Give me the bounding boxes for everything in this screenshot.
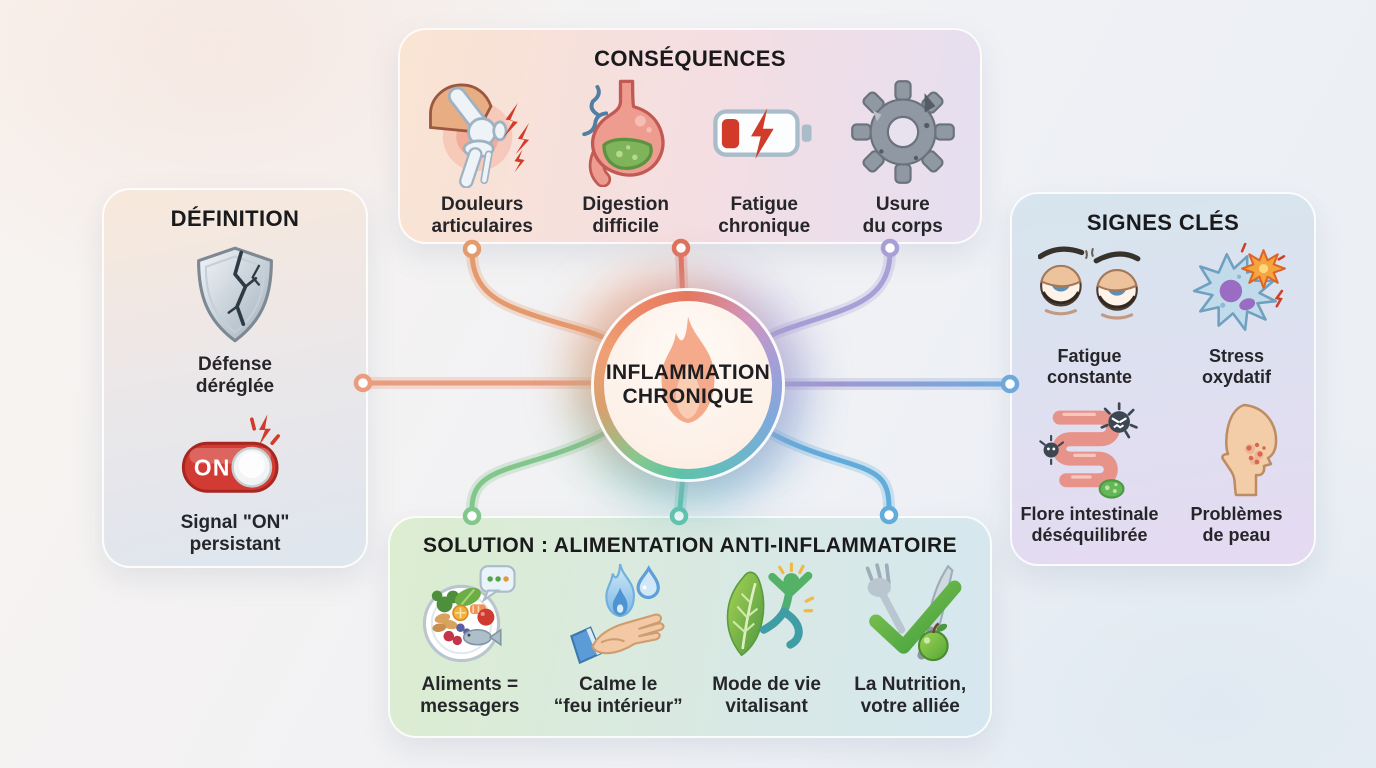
nutrition-check-icon: [857, 560, 963, 670]
item-fatigue: Fatigue chronique: [695, 74, 834, 238]
item-label: Signal "ON" persistant: [180, 512, 290, 556]
hand-blue-flame-icon: [565, 560, 671, 670]
item-wear: Usure du corps: [833, 74, 972, 238]
center-node: INFLAMMATION CHRONIQUE: [588, 285, 788, 485]
leaf-active-person-icon: [714, 560, 820, 670]
green-microbe: [1098, 478, 1125, 499]
tired-eyes-icon: [1037, 242, 1142, 342]
item-label: Défense déréglée: [195, 354, 275, 398]
bad-microbe: [1100, 401, 1138, 439]
item-digestion: Digestion difficile: [556, 74, 695, 238]
bad-microbe-small: [1038, 434, 1064, 465]
stomach-icon: [571, 74, 681, 190]
card-solution: SOLUTION : ALIMENTATION ANTI-INFLAMMATOI…: [388, 516, 992, 738]
skin-problems-icon: [1187, 400, 1287, 500]
item-vital-lifestyle: Mode de vie vitalisant: [695, 560, 839, 718]
item-signal-on: ON Signal "ON" persistant: [104, 412, 366, 556]
food-plate-icon: [417, 560, 523, 670]
item-label: Aliments = messagers: [420, 674, 520, 718]
center-circle: INFLAMMATION CHRONIQUE: [604, 301, 772, 469]
item-constant-fatigue: Fatigue constante: [1016, 242, 1163, 388]
item-label: Digestion difficile: [582, 194, 669, 238]
item-label: La Nutrition, votre alliée: [854, 674, 967, 718]
item-label: Fatigue chronique: [718, 194, 811, 238]
item-food-messengers: Aliments = messagers: [398, 560, 542, 718]
flame-icon: [661, 316, 715, 424]
item-gut-flora: Flore intestinale déséquilibrée: [1016, 400, 1163, 546]
item-joint-pain: Douleurs articulaires: [408, 74, 556, 238]
oxidative-stress-cell-icon: [1186, 242, 1288, 342]
toggle-on-label: ON: [194, 455, 231, 481]
item-label: Calme le “feu intérieur”: [553, 674, 683, 718]
connector-left: [353, 373, 612, 393]
item-label: Mode de vie vitalisant: [712, 674, 821, 718]
item-nutrition-ally: La Nutrition, votre alliée: [838, 560, 982, 718]
gut-flora-icon: [1036, 400, 1144, 500]
connector-right: [764, 374, 1020, 394]
card-title-solution: SOLUTION : ALIMENTATION ANTI-INFLAMMATOI…: [423, 534, 957, 557]
item-defense: Défense déréglée: [104, 240, 366, 398]
toggle-on-icon: ON: [175, 412, 295, 508]
low-battery-icon: [710, 74, 818, 190]
item-label: Douleurs articulaires: [431, 194, 533, 238]
item-label: Problèmes de peau: [1190, 503, 1283, 545]
cracked-shield-icon: [183, 240, 287, 350]
item-skin-problems: Problèmes de peau: [1163, 400, 1310, 546]
center-title: INFLAMMATION CHRONIQUE: [605, 360, 771, 408]
worn-gear-icon: [849, 74, 957, 190]
knee-joint-pain-icon: [426, 74, 538, 190]
card-definition: DÉFINITION Défense déréglée: [102, 188, 368, 568]
item-label: Usure du corps: [862, 194, 943, 238]
item-label: Flore intestinale déséquilibrée: [1020, 503, 1159, 545]
item-oxidative-stress: Stress oxydatif: [1163, 242, 1310, 388]
card-signes-cles: SIGNES CLÉS: [1010, 192, 1316, 566]
card-title-definition: DÉFINITION: [170, 206, 300, 231]
item-label: Stress oxydatif: [1201, 346, 1271, 387]
item-label: Fatigue constante: [1046, 346, 1133, 387]
card-title-signs: SIGNES CLÉS: [1086, 210, 1240, 235]
card-title-consequences: CONSÉQUENCES: [594, 46, 786, 71]
card-consequences: CONSÉQUENCES: [398, 28, 982, 244]
item-calm-inner-fire: Calme le “feu intérieur”: [542, 560, 695, 718]
